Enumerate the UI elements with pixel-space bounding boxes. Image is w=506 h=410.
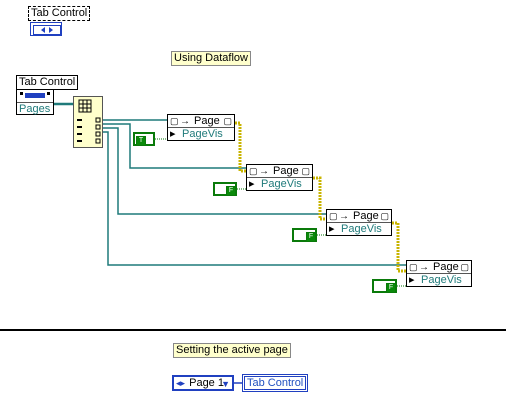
index-array-node[interactable]: [73, 96, 103, 148]
bool-value: F: [386, 283, 396, 293]
page-property-node-3[interactable]: ▢ → Page ▢ ▸ PageVis: [326, 209, 392, 236]
bool-value: F: [226, 186, 236, 196]
tab-property-node[interactable]: Pages: [16, 89, 54, 115]
write-arrow-icon: ▸: [409, 274, 415, 286]
bool-constant-2[interactable]: F: [213, 182, 237, 196]
ref-icon: ▢: [223, 116, 232, 126]
ref-icon: ▢: [380, 211, 389, 221]
bool-value: F: [306, 232, 316, 242]
key-icon: →: [180, 116, 190, 127]
comment-setting-active-page: Setting the active page: [173, 343, 291, 358]
error-wire-2: [313, 176, 326, 221]
ref-icon: ▢: [409, 262, 418, 272]
key-icon: →: [259, 166, 269, 177]
write-arrow-icon: ▸: [170, 128, 176, 140]
key-icon: →: [339, 211, 349, 222]
bool-constant-1[interactable]: T: [133, 132, 155, 146]
page-class-label: Page: [273, 165, 299, 177]
page-ring-constant[interactable]: ◂▸ Page 1 ▼: [172, 375, 234, 391]
comment-using-dataflow: Using Dataflow: [171, 51, 251, 66]
bool-constant-3[interactable]: F: [292, 228, 317, 242]
ref-icon: ▢: [460, 262, 469, 272]
ref-icon: ▢: [170, 116, 179, 126]
bool-value: T: [136, 136, 146, 146]
top-control-label: Tab Control: [28, 6, 91, 21]
tab-terminal-label: Tab Control: [16, 75, 79, 90]
error-wire-1: [235, 121, 246, 173]
page-class-label: Page: [353, 210, 379, 222]
page-class-label: Page: [194, 115, 220, 127]
ref-icon: ▢: [329, 211, 338, 221]
tab-arrows-icon: [41, 27, 53, 33]
write-arrow-icon: ▸: [329, 223, 335, 235]
pagevis-property[interactable]: PageVis: [261, 178, 302, 190]
chevron-down-icon[interactable]: ▼: [221, 379, 230, 389]
pages-property[interactable]: Pages: [19, 103, 51, 115]
error-wire-3: [392, 221, 406, 273]
page-class-label: Page: [433, 261, 459, 273]
pagevis-property[interactable]: PageVis: [341, 223, 382, 235]
index-array-icon: [77, 99, 101, 144]
tab-control-icon[interactable]: [30, 22, 62, 36]
bool-constant-4[interactable]: F: [372, 279, 397, 293]
pagevis-property[interactable]: PageVis: [421, 274, 462, 286]
reference-wire-2: [103, 123, 246, 169]
tab-ref-icon: [20, 92, 50, 98]
write-arrow-icon: ▸: [249, 178, 255, 190]
page-property-node-4[interactable]: ▢ → Page ▢ ▸ PageVis: [406, 260, 472, 287]
ring-value: Page 1: [189, 377, 224, 389]
reference-wire-3: [103, 127, 326, 215]
reference-wire-4: [103, 131, 406, 266]
ref-icon: ▢: [301, 166, 310, 176]
tab-control-terminal[interactable]: Tab Control: [242, 374, 309, 392]
key-icon: →: [419, 262, 429, 273]
ref-icon: ▢: [249, 166, 258, 176]
ring-arrows-icon: ◂▸: [176, 378, 186, 388]
pagevis-property[interactable]: PageVis: [182, 128, 223, 140]
page-property-node-2[interactable]: ▢ → Page ▢ ▸ PageVis: [246, 164, 313, 191]
page-property-node-1[interactable]: ▢ → Page ▢ ▸ PageVis: [167, 114, 235, 141]
tab-ref-row: [17, 90, 53, 103]
